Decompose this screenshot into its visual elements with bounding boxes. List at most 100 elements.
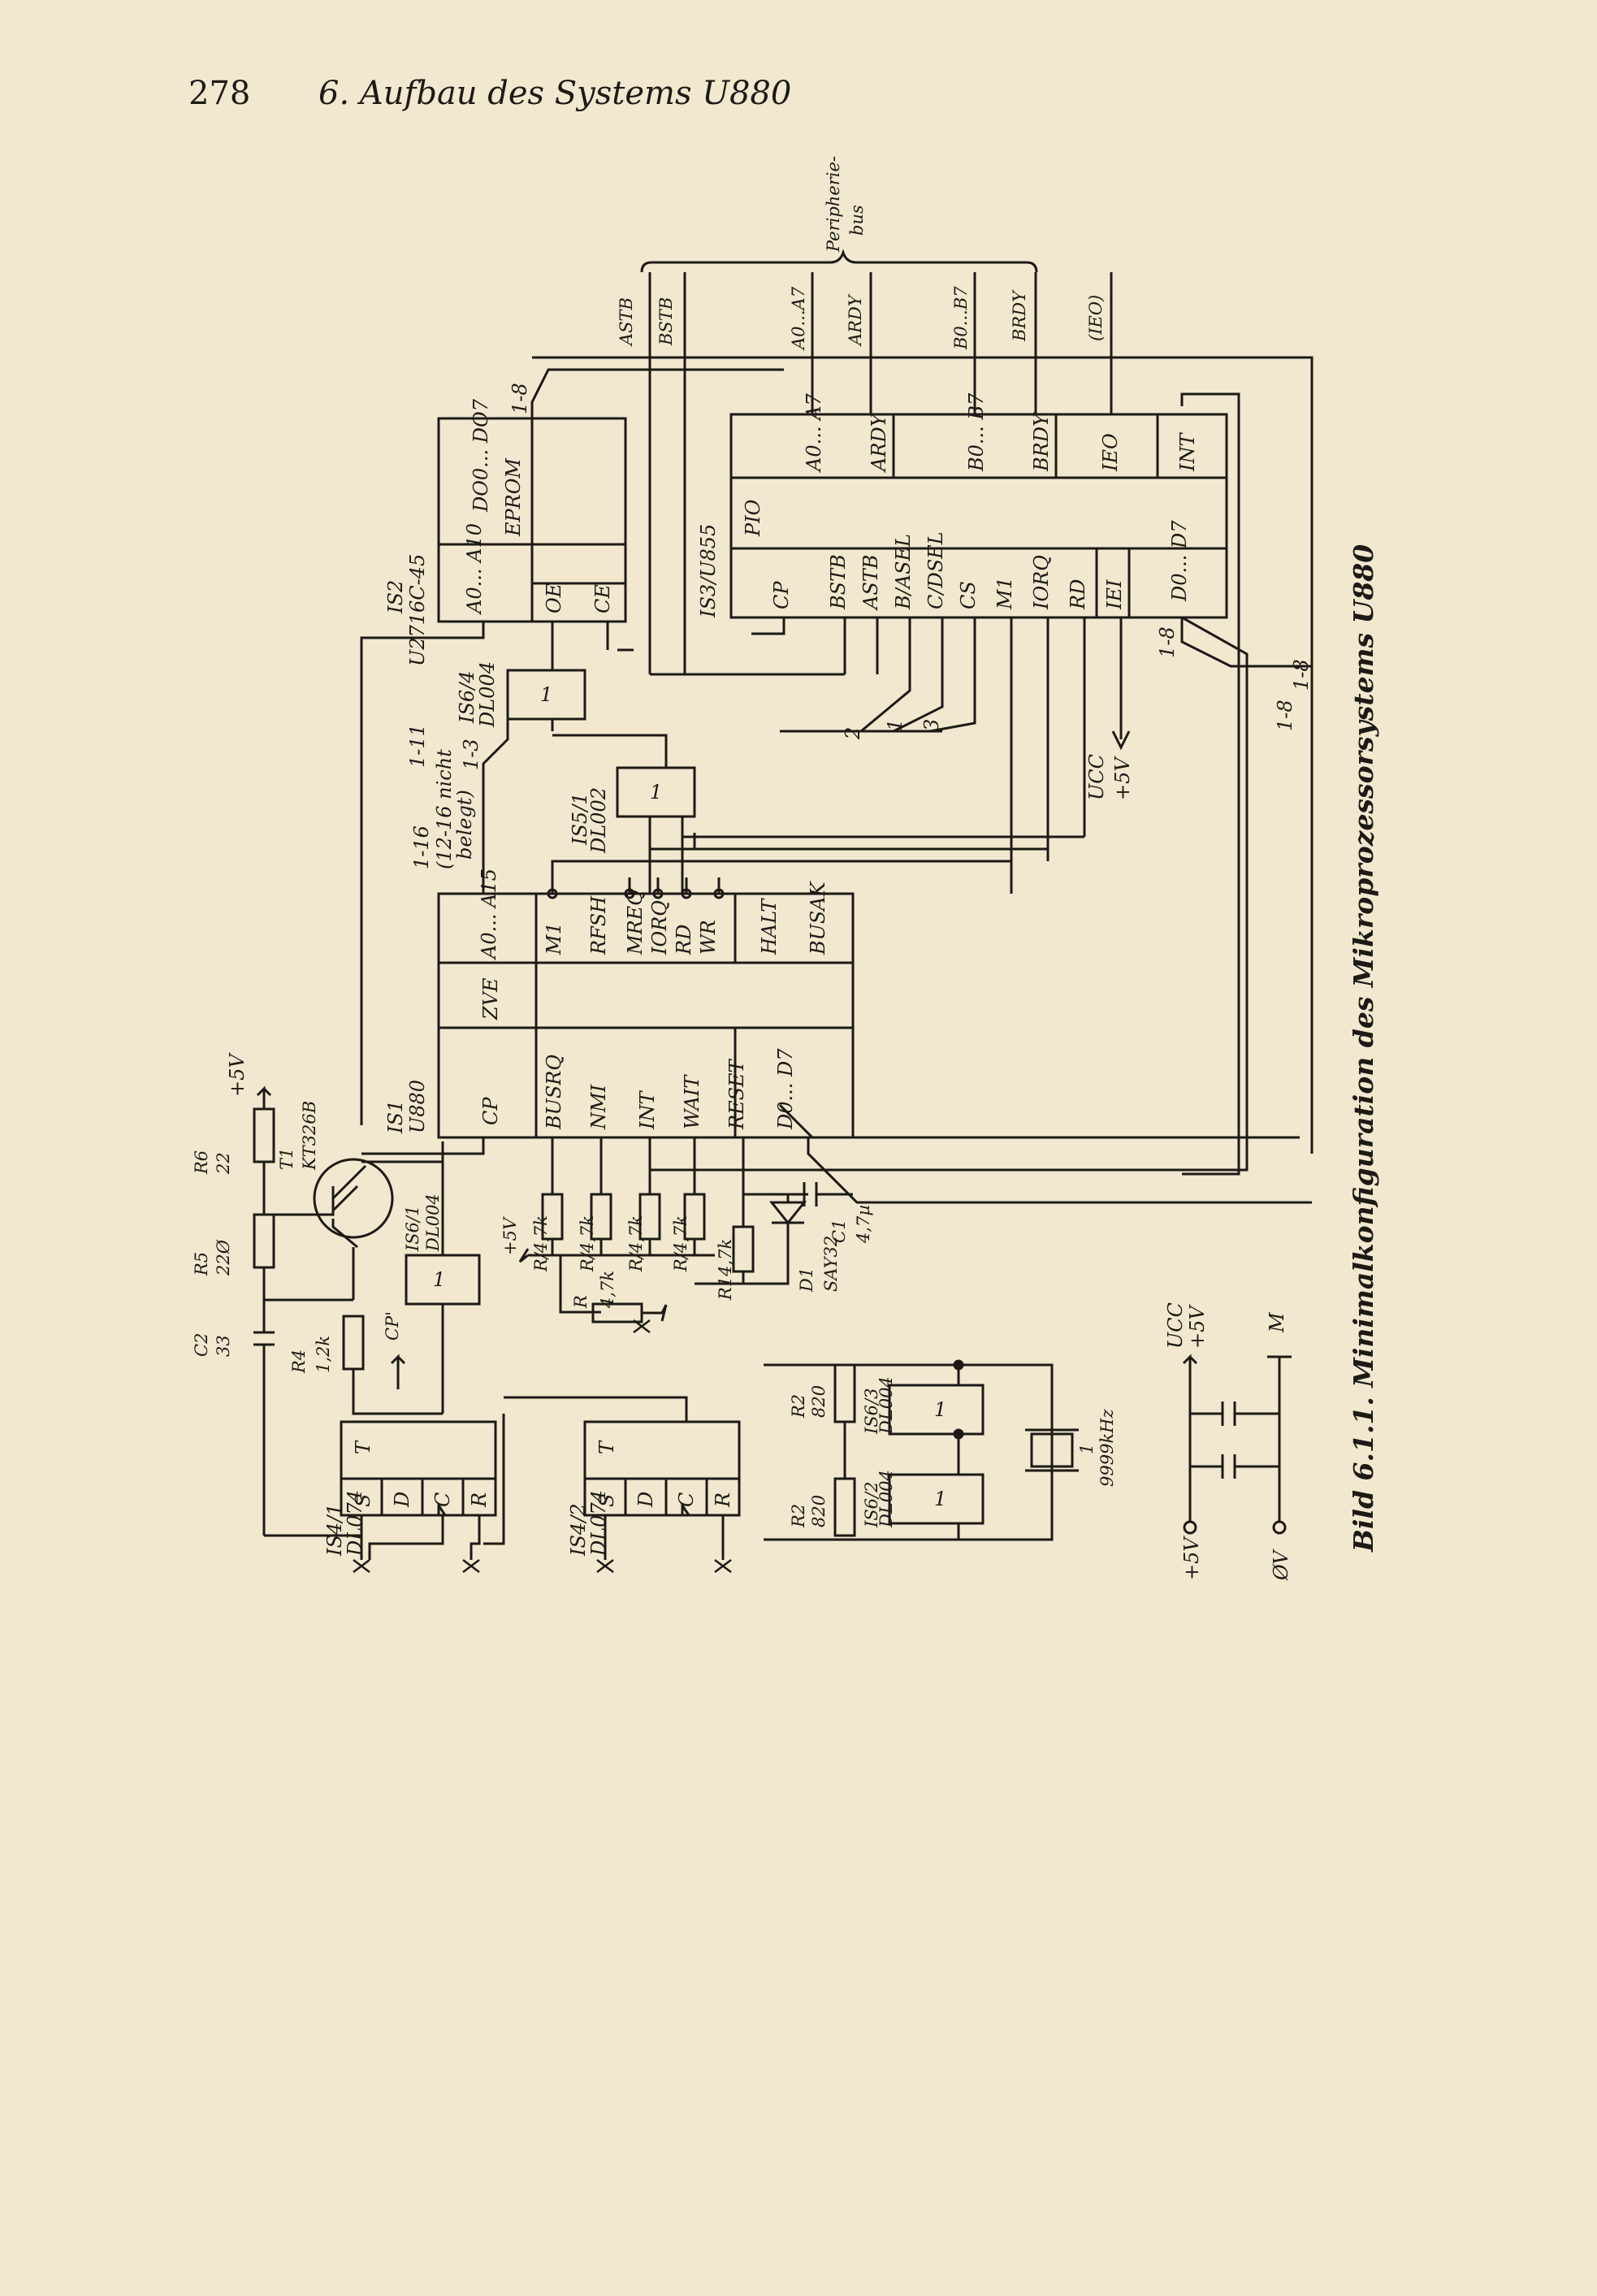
pio-iorq-pin: IORQ: [1030, 555, 1053, 610]
pullup-label-3: R/4,7k: [626, 1215, 646, 1272]
cpu-mreq-pin: MREQ: [624, 890, 647, 955]
peripheral-bus-label-2: bus: [847, 205, 867, 236]
pio-m1-pin: M1: [993, 577, 1016, 610]
ff1-pin-c: C: [431, 1492, 454, 1507]
t1-ref: T1: [277, 1148, 296, 1170]
ucc-value: +5V: [1111, 756, 1134, 800]
cpu-name: ZVE: [479, 977, 502, 1020]
pio-astb-pin: ASTB: [859, 555, 882, 611]
bus-signal-brdy: BRDY: [1010, 289, 1029, 342]
pio-name: PIO: [742, 499, 764, 537]
gate-is5-1-type: DL002: [587, 787, 610, 854]
eprom-type: U2716C-45: [406, 554, 429, 666]
crystal-ref: 1: [1077, 1444, 1097, 1454]
bus-signal-b0-b7: B0...B7: [951, 286, 971, 350]
crystal-value: 9999kHz: [1097, 1409, 1117, 1487]
ff1-pin-r: R: [468, 1492, 491, 1508]
ff1-ref: IS4/1: [323, 1503, 346, 1557]
cpu-data-pins: D0... D7: [774, 1048, 797, 1130]
ff2-type: DL074: [587, 1490, 610, 1557]
addr-bus-note-2: belegt): [453, 790, 476, 860]
pullup-label-1: R/4,7k: [531, 1215, 551, 1272]
power-ucc-value: +5V: [1186, 1304, 1209, 1349]
chapter-title-overlay: 6. Aufbau des Systems U880: [318, 75, 792, 112]
ff2-pin-t: T: [595, 1440, 618, 1454]
pullup-supply: +5V: [500, 1216, 520, 1255]
pio-chip: [729, 413, 1312, 668]
gate-is6-3-type: DL004: [876, 1376, 896, 1435]
power-supply: [1182, 1354, 1292, 1535]
cpu-wr-pin: WR: [697, 920, 720, 955]
addr-bus-label-1-16: 1-16: [410, 825, 433, 869]
decoder-line-2: 2: [842, 727, 864, 740]
pio-int-pin: INT: [1176, 432, 1199, 472]
gate-is6-1-ref: IS6/1: [403, 1206, 422, 1252]
cpu-cp-pin: CP: [479, 1097, 502, 1125]
ff2-pin-d: D: [634, 1492, 657, 1508]
cpu-chip: [361, 892, 1312, 1204]
pio-cs-pin: CS: [957, 581, 980, 609]
gate-is6-3-ref: IS6/3: [862, 1388, 881, 1435]
power-ground: M: [1266, 1311, 1288, 1333]
r6-value: 22: [214, 1152, 233, 1175]
decoder-line-1: 1: [884, 719, 907, 731]
eprom-name: EPROM: [502, 457, 525, 537]
c1-value: 4,7µ: [854, 1205, 873, 1244]
ff1-pin-s: S: [352, 1494, 374, 1507]
r4-value: 1,2k: [314, 1336, 333, 1373]
bus-signal-bstb: BSTB: [656, 297, 676, 346]
gate-is6-3-symbol: 1: [934, 1398, 946, 1421]
r2b-ref: R2: [789, 1504, 808, 1528]
pio-bus-label-1: 1-8: [1156, 626, 1179, 658]
c1-ref: C1: [829, 1219, 849, 1243]
gate-is6-4-type: DL004: [476, 661, 499, 728]
gate-is6-4: [506, 622, 586, 731]
gate-is5-1-ref: IS5/1: [569, 792, 591, 846]
cpu-halt-pin: HALT: [758, 898, 781, 955]
r2b-value: 820: [809, 1495, 829, 1527]
cpu-rd-pin: RD: [673, 925, 695, 955]
pio-bus-label-3: 1-8: [1274, 700, 1296, 731]
addr-bus-wire: [482, 719, 509, 894]
r6-ref: R6: [192, 1150, 211, 1175]
r2a-value: 820: [809, 1385, 829, 1418]
eprom-ce-pin: CE: [591, 584, 614, 613]
eprom-oe-pin: OE: [543, 583, 565, 613]
cpu-int-pin: INT: [636, 1090, 659, 1130]
ff1-pin-t: T: [352, 1440, 374, 1454]
ff1-pin-d: D: [391, 1492, 413, 1508]
gate-is6-4-ref: IS6/4: [456, 670, 478, 724]
c2-value: 33: [214, 1335, 233, 1357]
pullup-label-5: R14,7k: [716, 1239, 735, 1301]
pio-ieo-pin: IEO: [1099, 433, 1122, 472]
pio-ardy-pin: ARDY: [868, 412, 890, 473]
power-plus5v: +5V: [1180, 1536, 1203, 1580]
eprom-ref: IS2: [384, 580, 407, 614]
cpu-ref: IS1: [384, 1100, 407, 1134]
cpu-addr-pins: A0... A15: [478, 869, 500, 960]
ff1-type: DL074: [344, 1490, 366, 1557]
pio-data-pins: D0... D7: [1168, 520, 1191, 602]
flipflop-is4-2: [483, 1396, 741, 1560]
ff2-ref: IS4/2: [567, 1503, 590, 1557]
cpu-busrq-pin: BUSRQ: [543, 1055, 565, 1130]
gate-is6-1-type: DL004: [423, 1193, 443, 1252]
eprom-bus-label: 1-8: [509, 383, 531, 414]
ff2-pin-s: S: [595, 1494, 618, 1507]
ff2-pin-r: R: [712, 1492, 734, 1508]
addr-bus-label-1-11: 1-11: [406, 724, 429, 768]
decoder-line-3: 3: [920, 719, 943, 731]
pio-b0-b7-pins: B0... B7: [965, 392, 988, 472]
cpu-iorq-pin: IORQ: [648, 900, 671, 955]
pio-wiring: [532, 356, 1314, 1176]
eprom-data-pins: DO0... DO7: [470, 398, 492, 513]
gate-is6-2-type: DL004: [876, 1470, 896, 1528]
cpu-type: U880: [406, 1080, 429, 1133]
addr-bus-note-1: (12-16 nicht: [433, 749, 456, 869]
t1-type: KT326B: [300, 1101, 319, 1171]
gate-is6-1-symbol: 1: [433, 1268, 445, 1291]
pio-b-asel-pin: B/ASEL: [892, 534, 915, 610]
